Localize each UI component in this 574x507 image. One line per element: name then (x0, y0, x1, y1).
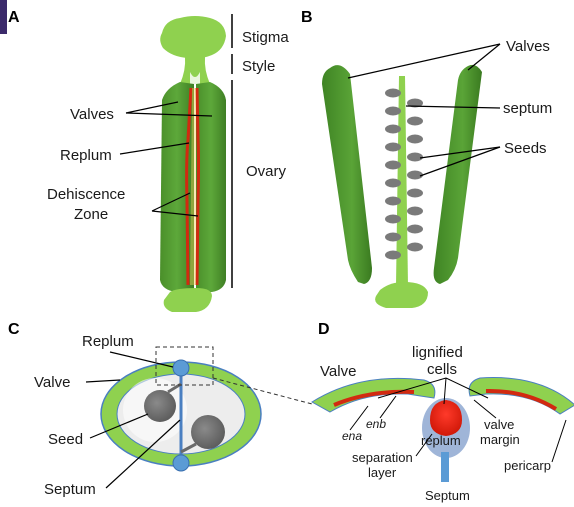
label-replum-c: Replum (82, 333, 134, 350)
ovary-valve-right (196, 82, 226, 292)
replum-top (173, 360, 189, 376)
seed (407, 135, 423, 144)
seed (385, 143, 401, 152)
seed (385, 107, 401, 116)
seed (407, 243, 423, 252)
replum-lignified (430, 400, 462, 436)
label-septum-d: Septum (425, 488, 470, 503)
seed (385, 125, 401, 134)
silique-base-a (164, 288, 212, 312)
panel-d: D Valve lignified cells ena enb replum s… (312, 321, 574, 503)
label-seeds-b: Seeds (504, 140, 547, 157)
label-style: Style (242, 58, 275, 75)
label-stigma: Stigma (242, 29, 289, 46)
label-valve-c: Valve (34, 374, 70, 391)
label-valves-a: Valves (70, 106, 114, 123)
leader-pericarp (552, 420, 566, 462)
replum-bottom (173, 455, 189, 471)
leader-septum-b (406, 106, 500, 108)
seed (407, 153, 423, 162)
label-dehiscence-2: Zone (74, 206, 108, 223)
silique-base-b (375, 282, 428, 308)
valve-right-b (434, 65, 482, 284)
label-ovary: Ovary (246, 163, 287, 180)
seed (407, 171, 423, 180)
panel-a-letter: A (8, 9, 20, 26)
label-separation-2: layer (368, 465, 397, 480)
label-valves-b: Valves (506, 38, 550, 55)
label-lignified-1: lignified (412, 344, 463, 361)
panel-a: A Stigma Style Ovary Valves Replum Dehis… (8, 9, 289, 312)
seed (385, 161, 401, 170)
valve-left-b (322, 65, 372, 284)
panel-b: B Va (301, 9, 552, 308)
label-dehiscence-1: Dehiscence (47, 186, 125, 203)
seed-c-left (144, 390, 176, 422)
label-septum-c: Septum (44, 481, 96, 498)
label-ena: ena (342, 429, 362, 443)
leader-enb (380, 396, 396, 418)
panel-b-letter: B (301, 9, 313, 26)
leader-valve-c (86, 380, 120, 382)
label-enb: enb (366, 417, 386, 431)
seed (385, 179, 401, 188)
panel-d-letter: D (318, 321, 330, 338)
label-separation-1: separation (352, 450, 413, 465)
dehiscence-zone-line (197, 88, 199, 285)
seed (385, 197, 401, 206)
seed-c-right (191, 415, 225, 449)
seed (407, 207, 423, 216)
leader-replum-c (110, 352, 173, 367)
label-replum-a: Replum (60, 147, 112, 164)
stigma-shape (160, 16, 226, 59)
seed (385, 89, 401, 98)
panel-c-letter: C (8, 321, 20, 338)
label-valve-margin-1: valve (484, 417, 514, 432)
label-seed-c: Seed (48, 431, 83, 448)
seed (385, 215, 401, 224)
seed (407, 117, 423, 126)
seed (385, 233, 401, 242)
septum-d (441, 452, 449, 482)
panel-c: C Replum Valve Seed Septum (8, 321, 312, 498)
seed (407, 189, 423, 198)
seed (407, 225, 423, 234)
label-lignified-2: cells (427, 361, 457, 378)
label-pericarp: pericarp (504, 458, 551, 473)
leader-valve-margin (474, 400, 496, 418)
label-valve-d: Valve (320, 363, 356, 380)
label-septum-b: septum (503, 100, 552, 117)
seed (385, 251, 401, 260)
label-valve-margin-2: margin (480, 432, 520, 447)
